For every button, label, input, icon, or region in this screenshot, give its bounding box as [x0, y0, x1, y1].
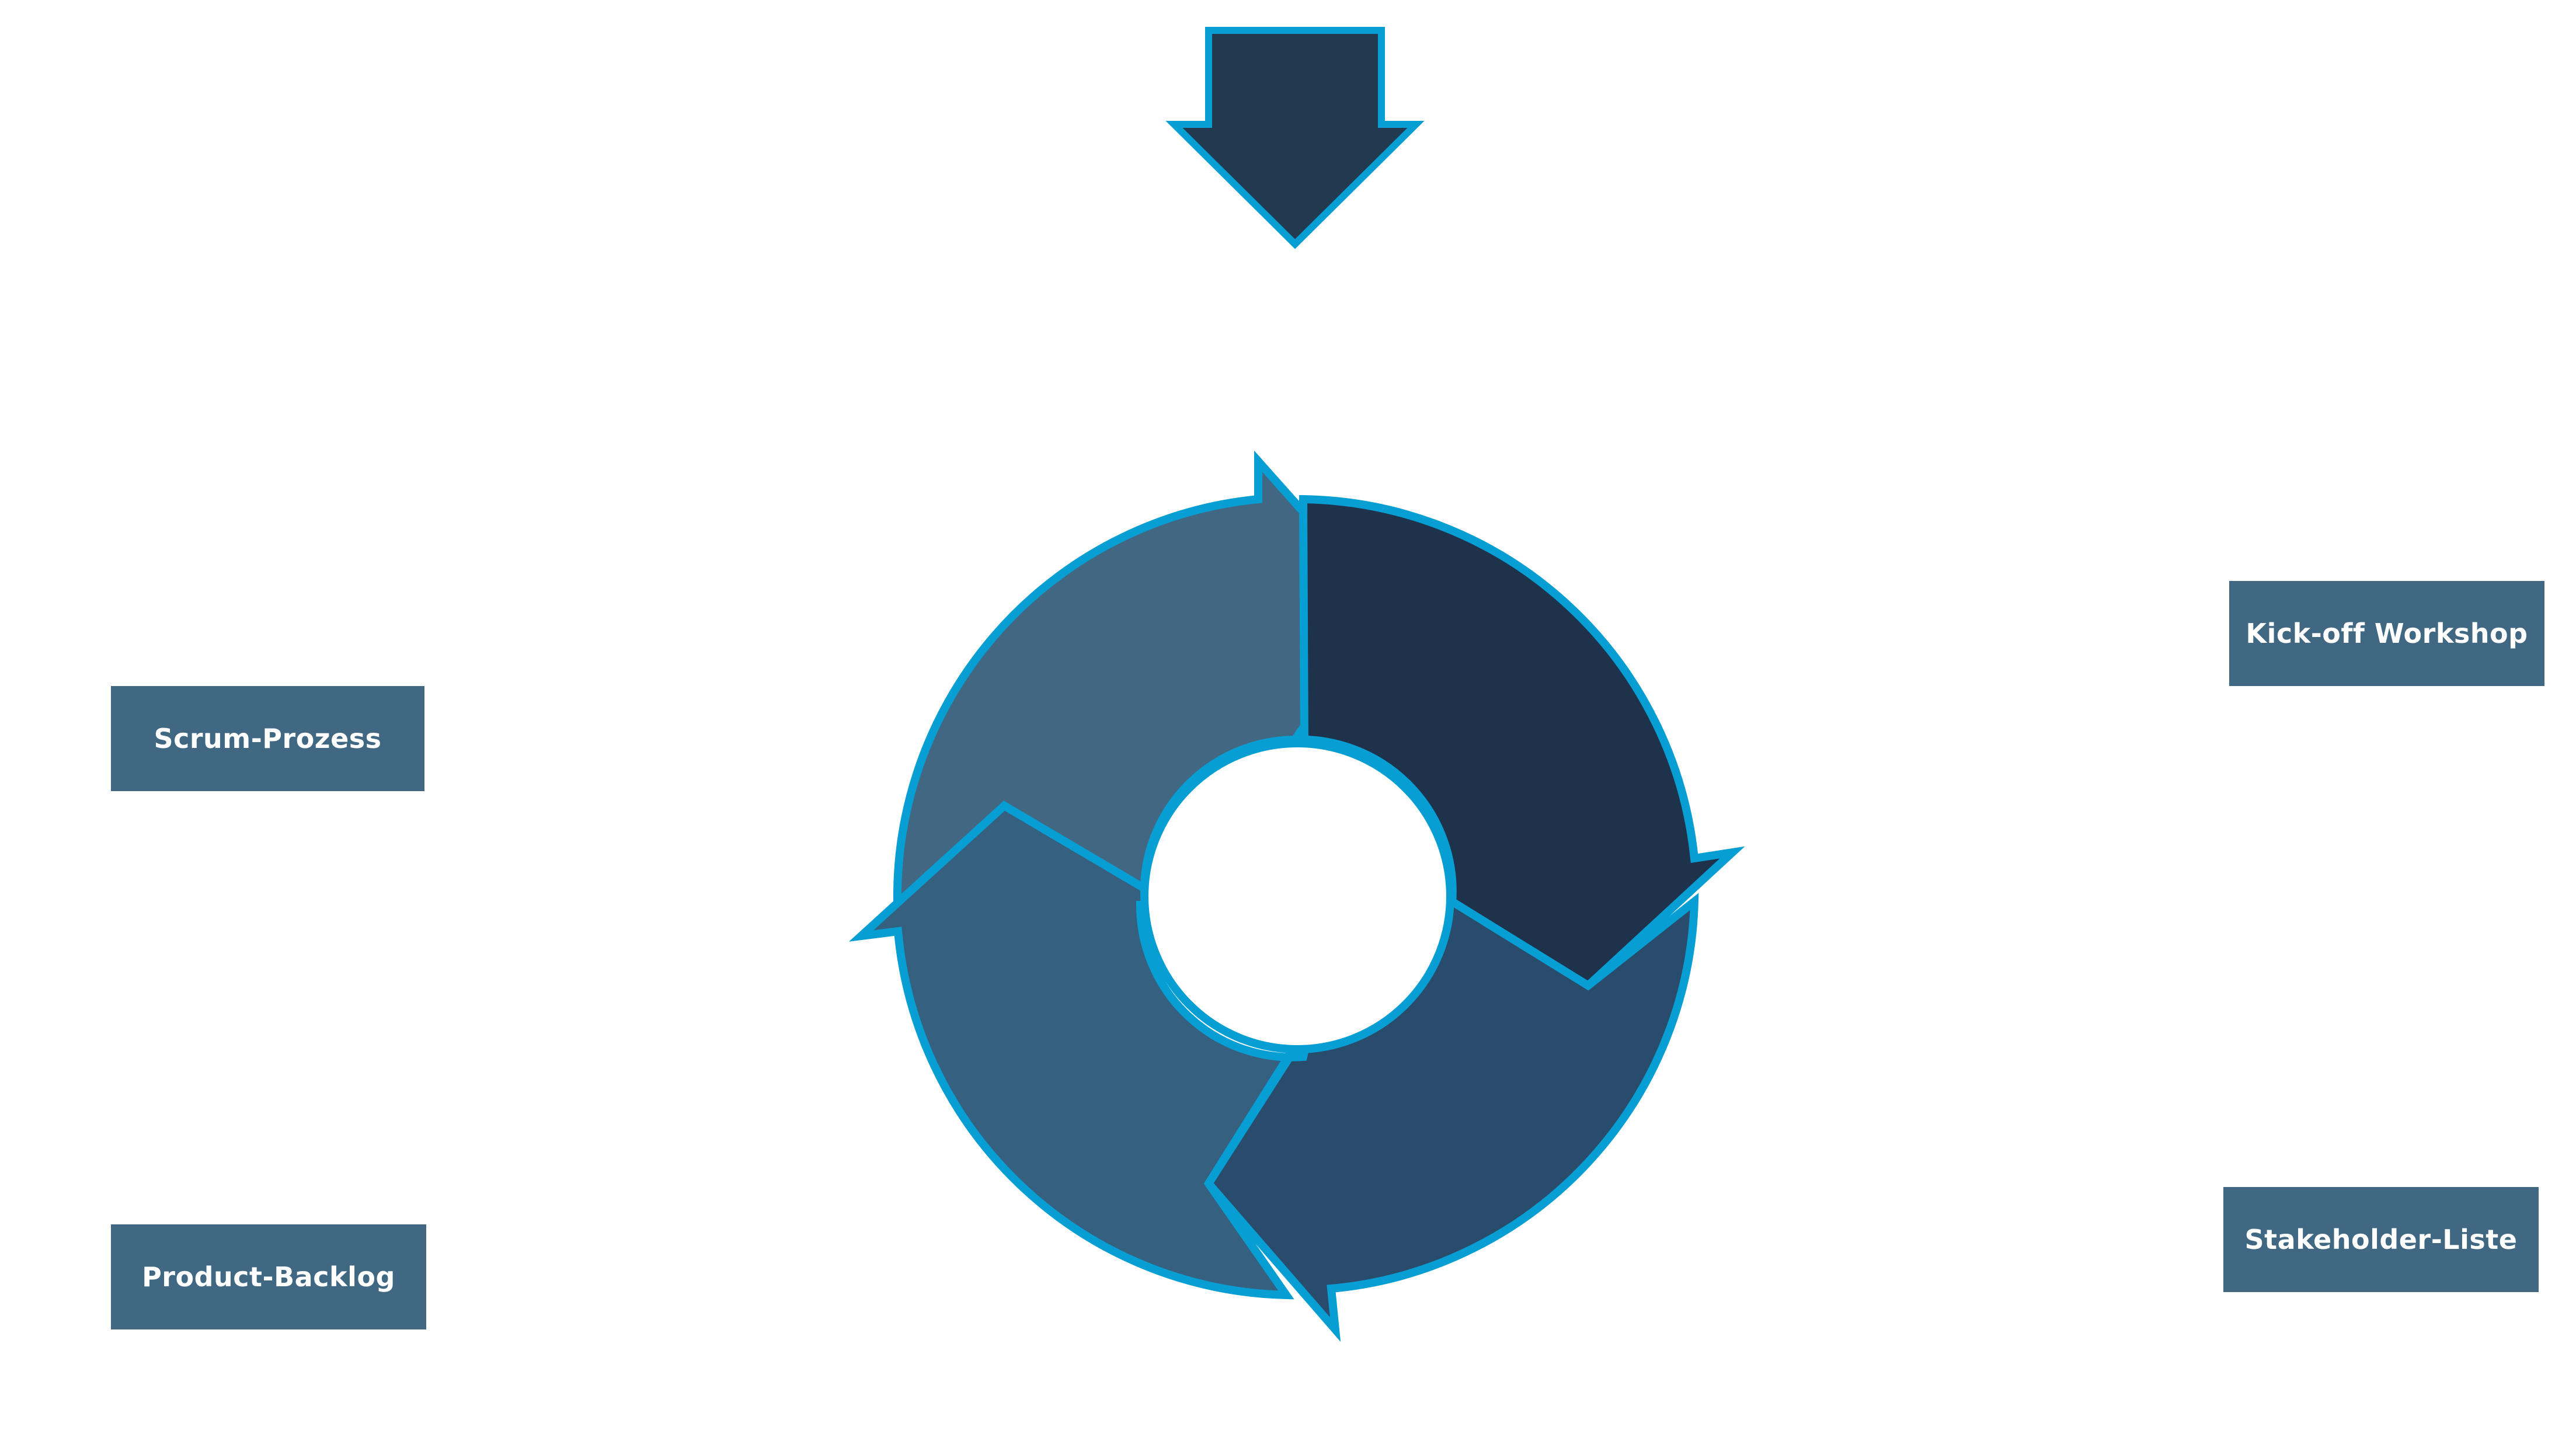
- product-backlog-label: Product-Backlog: [111, 1224, 426, 1329]
- kickoff-workshop-label: Kick-off Workshop: [2229, 581, 2544, 686]
- down-arrow-icon: [1165, 27, 1425, 249]
- cycle-arrows-icon: [848, 450, 1745, 1342]
- stakeholder-list-text: Stakeholder-Liste: [2244, 1224, 2518, 1255]
- kickoff-workshop-text: Kick-off Workshop: [2246, 618, 2528, 649]
- cycle-center: [1140, 739, 1454, 1053]
- product-backlog-text: Product-Backlog: [142, 1261, 395, 1293]
- cycle-segment-top-right: [1294, 495, 1745, 991]
- stakeholder-list-label: Stakeholder-Liste: [2223, 1187, 2539, 1292]
- cycle-segment-bottom-left: [848, 800, 1316, 1300]
- scrum-process-label: Scrum-Prozess: [111, 686, 424, 791]
- scrum-process-text: Scrum-Prozess: [154, 723, 382, 754]
